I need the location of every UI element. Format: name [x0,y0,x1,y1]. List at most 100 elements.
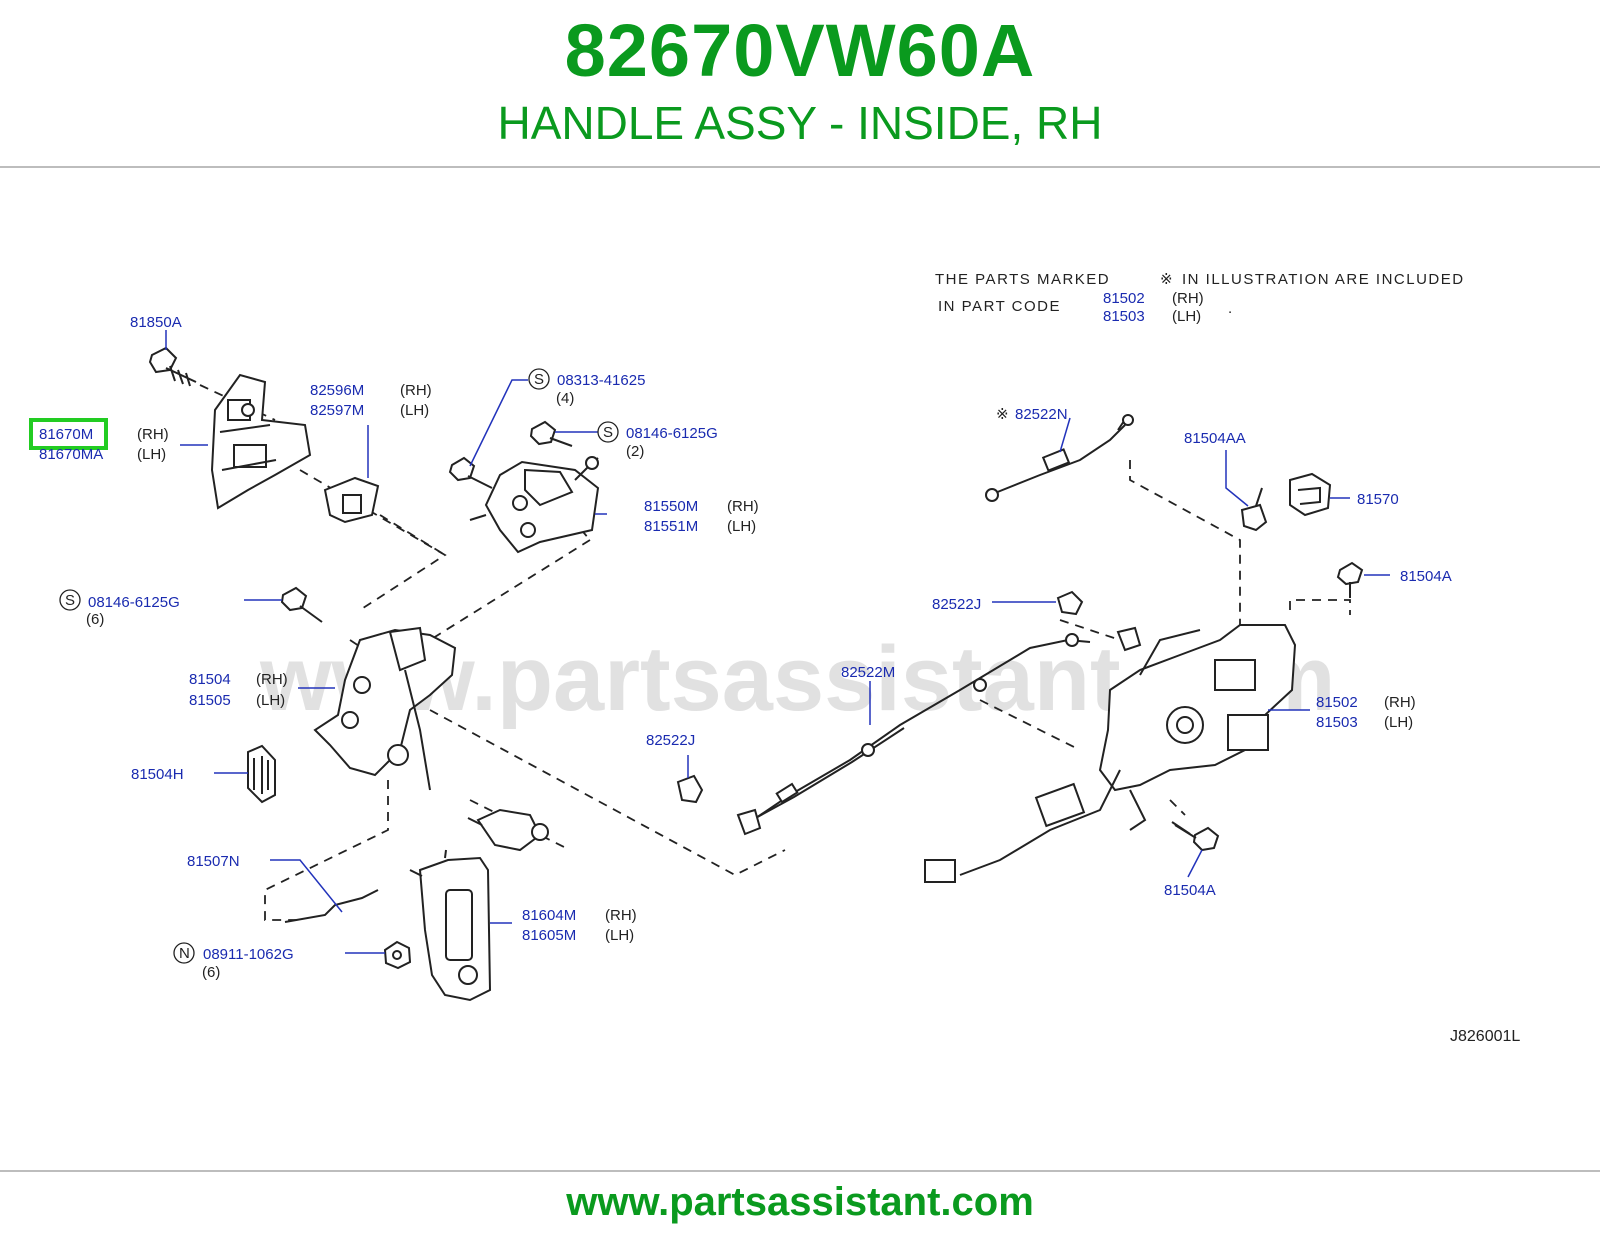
callout-label[interactable]: 81550M [644,498,698,515]
callout-label[interactable]: 81504 [189,671,231,688]
clip-82522J-bottom[interactable] [676,774,704,804]
callout-82522N[interactable]: ※ 82522N [996,406,1068,423]
inside-handle-81670M[interactable] [210,373,312,510]
cable-82522N[interactable] [985,414,1134,502]
bolt-81504A-bottom[interactable] [1171,821,1220,852]
side-label: (LH) [727,518,756,535]
key-cylinder[interactable] [467,808,549,852]
callout-81604M[interactable]: 81604M 81605M (RH) (LH) [522,907,637,944]
standard-part-icon [59,589,81,611]
callout-label[interactable]: 82596M [310,382,364,399]
clip-81504AA[interactable] [1240,487,1268,532]
bolt-81850A[interactable] [148,346,197,387]
grommet-81504H[interactable] [247,744,276,804]
callout-label[interactable]: 82522J [932,596,981,613]
callout-label[interactable]: 81670MA [39,446,103,463]
note-line1b: IN ILLUSTRATION ARE INCLUDED [1182,271,1465,288]
page-header: 82670VW60A HANDLE ASSY - INSIDE, RH [0,0,1600,168]
callout-81570[interactable]: 81570 [1357,491,1399,508]
qty-label: (6) [86,611,104,628]
part-number-title: 82670VW60A [564,9,1036,92]
clip-82522J-top[interactable] [1056,590,1084,616]
callout-label[interactable]: 81504H [131,766,184,783]
callout-label[interactable]: 08313-41625 [557,372,645,389]
callout-label[interactable]: 82522N [1015,406,1068,423]
callout-81850A[interactable]: 81850A [130,314,182,331]
highlight-box [29,418,108,450]
callout-82522J-top[interactable]: 82522J [932,596,981,613]
callout-81504A-bottom[interactable]: 81504A [1164,882,1216,899]
callout-08146-6125G-top[interactable]: S 08146-6125G (2) [597,421,718,460]
bolt-81504A-top[interactable] [1336,561,1364,598]
note-side-lh: (LH) [1172,308,1201,325]
callout-label[interactable]: 81504AA [1184,430,1246,447]
callout-81504H[interactable]: 81504H [131,766,184,783]
side-label: (LH) [137,446,166,463]
side-label: (RH) [256,671,288,688]
note-code-81503[interactable]: 81503 [1103,308,1145,325]
note-code-81502[interactable]: 81502 [1103,290,1145,307]
escutcheon-82596M[interactable] [323,476,380,524]
nut-08911-1062G[interactable] [383,940,412,970]
callout-label[interactable]: 82597M [310,402,364,419]
side-label: (LH) [605,927,634,944]
callout-81507N[interactable]: 81507N [187,853,240,870]
callout-08313-41625[interactable]: S 08313-41625 (4) [528,368,645,407]
door-lock-assembly-81502[interactable] [924,624,1297,883]
callout-label[interactable]: 81605M [522,927,576,944]
door-lock-81504[interactable] [313,626,457,791]
side-label: (RH) [400,382,432,399]
symbol-label: S [65,592,75,609]
side-label: (LH) [256,692,285,709]
cable-82522M[interactable] [736,626,1142,836]
callout-label[interactable]: 82522M [841,664,895,681]
callout-label[interactable]: 81850A [130,314,182,331]
callout-label[interactable]: 81604M [522,907,576,924]
standard-part-icon [597,421,619,443]
screw-08313-41625[interactable] [448,456,493,489]
callout-label[interactable]: 81570 [1357,491,1399,508]
leader-lines [165,330,1390,954]
callout-08911-1062G[interactable]: N 08911-1062G (6) [173,942,294,981]
callout-label[interactable]: 08146-6125G [626,425,718,442]
callout-label[interactable]: 08911-1062G [203,946,294,963]
included-parts-note: THE PARTS MARKED ※ IN ILLUSTRATION ARE I… [935,271,1465,325]
callout-81670M[interactable]: 81670M 81670MA (RH) (LH) [29,418,169,463]
outside-handle-81604M[interactable] [409,849,492,1002]
callout-82522M[interactable]: 82522M [841,664,895,681]
side-label: (RH) [137,426,169,443]
callout-81504AA[interactable]: 81504AA [1184,430,1246,447]
callout-label[interactable]: 81551M [644,518,698,535]
callout-label[interactable]: 81670M [39,426,93,443]
callout-label[interactable]: 81502 [1316,694,1358,711]
side-label: (LH) [400,402,429,419]
callout-81502[interactable]: 81502 81503 (RH) (LH) [1316,694,1416,731]
rod-81507N[interactable] [284,889,379,923]
side-label: (LH) [1384,714,1413,731]
callout-82522J-bottom[interactable]: 82522J [646,732,695,749]
callout-82596M[interactable]: 82596M 82597M (RH) (LH) [310,382,432,419]
callout-label[interactable]: 82522J [646,732,695,749]
parts-diagram-svg: www.partsassistant.com THE PARTS MARKED … [29,271,1520,1045]
bracket-81570[interactable] [1289,472,1332,517]
included-mark: ※ [996,406,1009,423]
callout-81550M[interactable]: 81550M 81551M (RH) (LH) [644,498,759,535]
screw-08146-6125G-top[interactable] [529,420,573,447]
callout-label[interactable]: 08146-6125G [88,594,180,611]
note-period: . [1228,300,1232,317]
footer-url[interactable]: www.partsassistant.com [566,1180,1034,1224]
callout-08146-6125G-left[interactable]: S 08146-6125G (6) [59,589,180,628]
callout-label[interactable]: 81507N [187,853,240,870]
callout-label[interactable]: 81504A [1164,882,1216,899]
standard-part-icon [528,368,550,390]
screw-08146-6125G-left[interactable] [280,586,323,623]
callout-label[interactable]: 81505 [189,692,231,709]
callout-label[interactable]: 81504A [1400,568,1452,585]
note-line2: IN PART CODE [938,298,1061,315]
actuator-81550M[interactable] [469,456,600,554]
symbol-label: S [603,424,613,441]
callout-label[interactable]: 81503 [1316,714,1358,731]
qty-label: (4) [556,390,574,407]
callout-81504[interactable]: 81504 81505 (RH) (LH) [189,671,288,709]
callout-81504A-top[interactable]: 81504A [1400,568,1452,585]
